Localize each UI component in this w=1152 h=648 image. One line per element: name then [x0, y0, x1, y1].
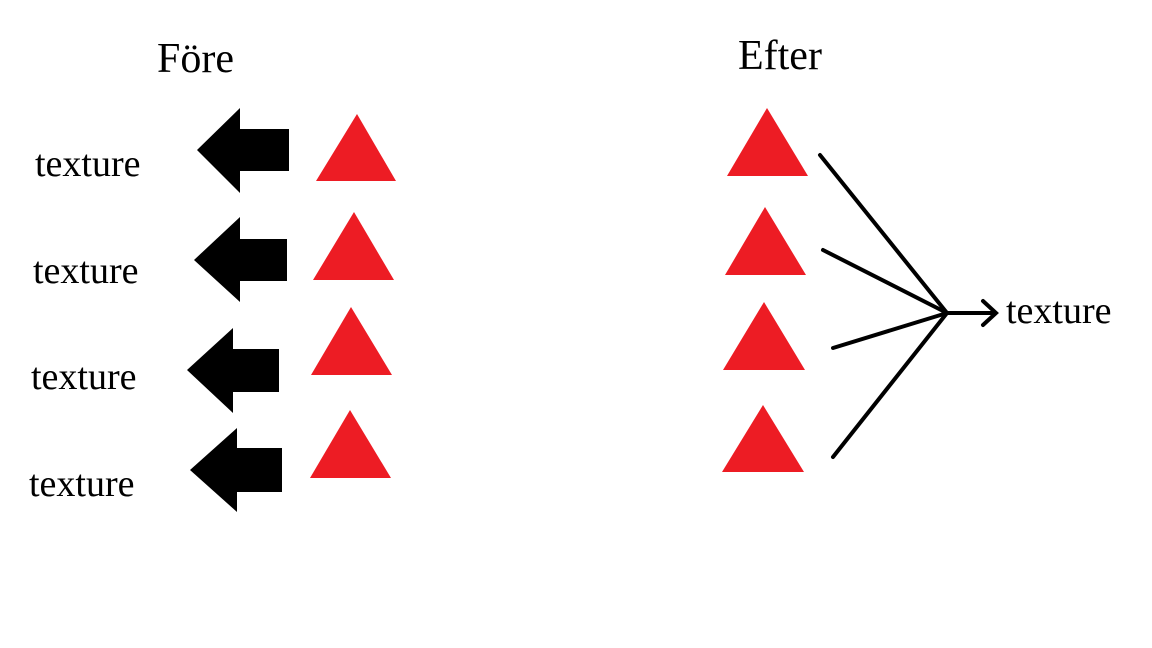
red-triangle [725, 207, 806, 275]
left-arrow-icon [187, 328, 279, 413]
before-row: texture [35, 108, 396, 193]
before-row: texture [31, 307, 392, 413]
before-texture-label: texture [31, 356, 137, 398]
before-row: texture [33, 212, 394, 302]
before-row: texture [29, 410, 391, 512]
red-triangle [311, 307, 392, 375]
before-texture-label: texture [29, 463, 135, 505]
connector-line [831, 311, 949, 459]
right-arrow-icon [981, 299, 999, 327]
before-texture-label: texture [35, 143, 141, 185]
left-arrow-icon [190, 428, 282, 512]
red-triangle [316, 114, 396, 181]
before-texture-label: texture [33, 250, 139, 292]
red-triangle [310, 410, 391, 478]
connector-line [818, 153, 949, 315]
left-arrow-icon [197, 108, 289, 193]
connector-line [821, 248, 949, 315]
connector-line [831, 311, 949, 350]
after-texture-label: texture [1006, 290, 1112, 332]
left-arrow-icon [194, 217, 287, 302]
red-triangle [313, 212, 394, 280]
red-triangle [723, 302, 805, 370]
before-title: Före [157, 36, 234, 82]
red-triangle [727, 108, 808, 176]
after-title: Efter [738, 33, 822, 79]
converging-lines [818, 153, 999, 459]
red-triangle [722, 405, 804, 472]
